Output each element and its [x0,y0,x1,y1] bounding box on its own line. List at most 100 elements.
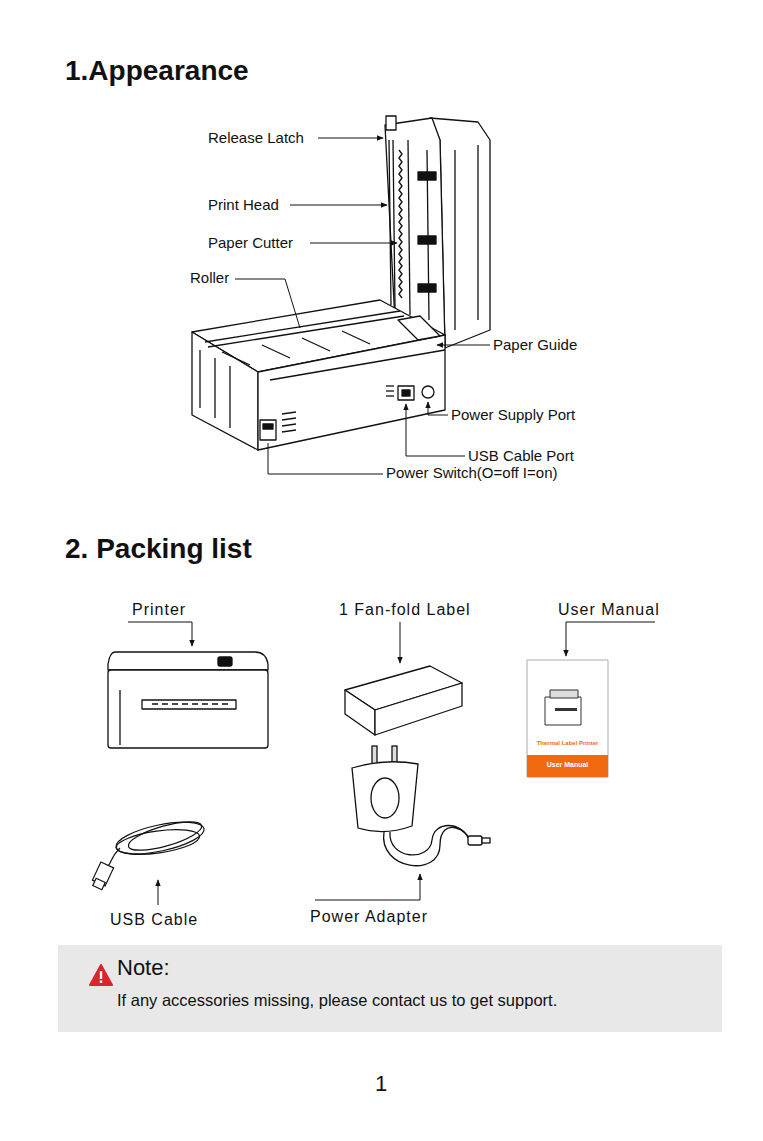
open-printer [192,116,490,450]
open-printer-part [282,430,296,432]
usb-cable-part [93,878,105,889]
note-band: Note: If any accessories missing, please … [58,945,722,1032]
usb-cable-part [108,848,120,866]
part-name: Power Supply Port [451,406,575,423]
power-adapter-part [482,838,490,843]
leader-line-part [428,402,448,415]
power-adapter [352,746,490,866]
open-printer-part [263,424,273,429]
leader-line-part [128,622,192,646]
closed-printer-part [142,700,236,709]
open-printer-part [222,352,250,365]
leader-line [128,622,655,905]
usb-cable-part [126,816,205,856]
leader-line [235,138,490,474]
usb-cable-part [115,825,201,858]
open-printer-part [262,345,290,358]
open-printer-part [398,316,440,340]
part-name: USB Cable Port [468,447,574,464]
part-name: Roller [190,269,229,286]
part-name: Release Latch [208,129,304,146]
usb-cable [92,816,206,890]
leader-line-part [400,622,401,663]
open-printer-part [418,236,436,244]
open-printer-part [422,386,434,398]
open-printer-part [229,366,230,428]
open-printer-part [192,332,258,450]
closed-printer-part [108,652,268,670]
note-text: If any accessories missing, please conta… [117,991,557,1011]
open-printer-part [270,350,445,380]
open-printer-part [454,150,455,330]
item-name: USB Cable [110,911,198,929]
label-stack [345,666,462,735]
warning-icon [89,964,113,986]
power-adapter-part [384,827,470,865]
part-name: Print Head [208,196,279,213]
closed-printer [108,652,268,748]
item-name: Printer [132,601,186,619]
user-manual-part [550,690,578,698]
page-number: 1 [375,1071,387,1096]
section-heading: 2. Packing list [65,533,252,565]
cover-text: User Manual [527,761,608,769]
open-printer-part [402,390,410,396]
open-printer-part [260,420,276,440]
part-name: Paper Cutter [208,234,293,251]
open-printer-part [342,331,370,344]
part-name: Paper Guide [493,336,577,353]
label-stack-part [375,683,462,735]
open-printer-part [418,284,436,292]
open-printer-part [386,390,394,391]
open-printer-part [282,412,296,414]
user-manual [527,660,608,777]
leader-line-part [315,874,420,900]
closed-printer-part [218,657,232,666]
closed-printer-part [119,690,120,745]
open-printer-part [398,386,414,400]
user-manual-part [545,697,581,725]
leader-line-part [437,345,490,346]
open-printer-part [199,350,200,408]
open-printer-part [386,116,396,130]
open-printer-part [205,311,400,342]
leader-line-part [235,279,300,328]
note-heading: Note: [117,955,170,981]
open-printer-part [282,424,296,426]
open-printer-part [302,338,330,351]
leader-line-part [290,205,387,206]
leader-line-part [318,138,383,139]
label-stack-part [345,690,375,735]
power-adapter-part [372,746,377,764]
open-printer-part [393,140,395,308]
part-name: Power Switch(O=off I=on) [386,464,557,481]
user-manual-part [527,660,608,777]
closed-printer-part [108,670,268,748]
open-printer-part [282,418,296,420]
closed-printer-part [152,703,228,704]
open-printer-part [386,385,394,386]
item-name: Power Adapter [310,908,428,926]
user-manual-part [555,708,577,711]
power-adapter-part [390,826,468,855]
warning-mark [100,971,102,979]
open-printer-part [399,150,402,298]
leader-line-part [310,243,397,244]
power-adapter-part [468,836,482,845]
item-name: 1 Fan-fold Label [339,601,471,619]
section-heading: 1.Appearance [65,55,249,87]
open-printer-part [389,140,391,305]
power-adapter-part [371,778,399,818]
item-name: User Manual [558,601,660,619]
leader-line-part [268,443,383,474]
open-printer-part [386,395,394,396]
open-printer-part [258,335,445,450]
power-adapter-part [352,762,418,832]
open-printer-part [427,150,429,320]
open-printer-part [408,140,410,315]
usb-cable-part [113,816,206,860]
cover-text: Thermal Label Printer [527,740,608,747]
warning-mark [100,981,102,983]
open-printer-part [214,358,215,418]
open-printer-part [477,145,478,320]
